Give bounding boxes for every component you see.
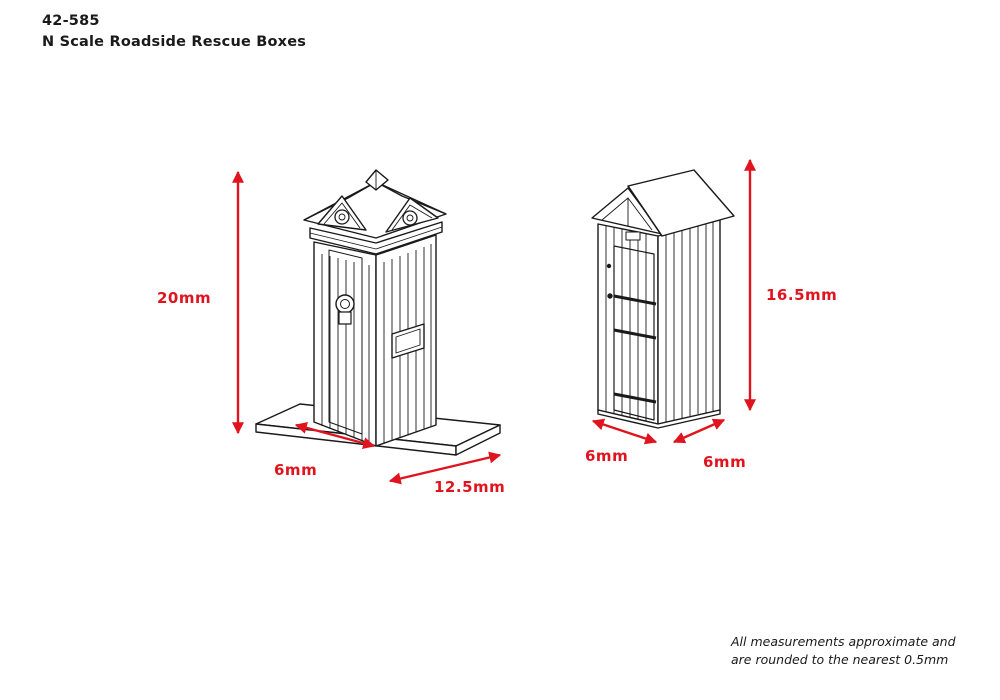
box1-height-label: 20mm bbox=[157, 289, 212, 307]
measurement-note: All measurements approximate and are rou… bbox=[731, 633, 956, 669]
box2-width-label: 6mm bbox=[585, 447, 629, 465]
box1-width-arrow bbox=[294, 422, 376, 449]
box1-sign-plate bbox=[391, 323, 425, 359]
box2-width-arrow bbox=[591, 418, 658, 445]
box1-emblem bbox=[335, 294, 355, 314]
dimension-arrows bbox=[232, 158, 756, 485]
box2-depth-arrow bbox=[672, 418, 726, 444]
box2-depth-label: 6mm bbox=[703, 453, 747, 471]
rescue-box-2 bbox=[591, 169, 735, 429]
box2-front-face bbox=[597, 223, 659, 425]
box1-body-left bbox=[313, 241, 377, 447]
rescue-box-1 bbox=[255, 169, 501, 456]
box1-width-label: 6mm bbox=[274, 461, 318, 479]
product-code: 42-585 bbox=[42, 13, 100, 29]
box2-height-label: 16.5mm bbox=[766, 286, 838, 304]
page-title: N Scale Roadside Rescue Boxes bbox=[42, 34, 307, 50]
box1-base-label: 12.5mm bbox=[434, 478, 506, 496]
note-line-1: All measurements approximate and bbox=[731, 634, 956, 649]
box1-base-arrow bbox=[388, 451, 502, 485]
box2-side-face bbox=[657, 219, 721, 425]
note-line-2: are rounded to the nearest 0.5mm bbox=[731, 652, 949, 667]
